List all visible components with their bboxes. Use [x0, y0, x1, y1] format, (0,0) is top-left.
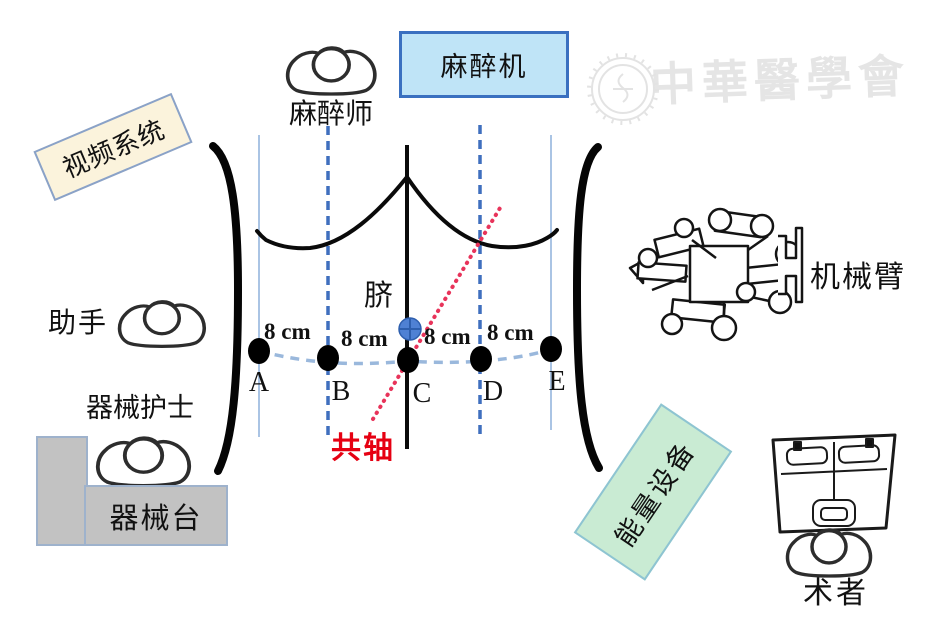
instrument-nurse-icon — [95, 436, 192, 488]
spacing-label-de: 8 cm — [487, 320, 534, 345]
port-label-d: D — [482, 376, 504, 407]
anesthesiologist-icon — [285, 46, 377, 96]
port-dot-c — [397, 347, 419, 373]
port-dot-e — [540, 336, 562, 362]
assistant-icon — [117, 299, 207, 349]
body-contour-right — [572, 143, 603, 472]
port-label-e: E — [548, 366, 566, 397]
coaxial-dotted-line — [371, 206, 502, 421]
robotic-arm-label: 机械臂 — [810, 261, 906, 294]
operator-icon — [785, 528, 873, 578]
anesthesiologist-label: 麻醉师 — [288, 98, 373, 129]
port-dot-d — [470, 346, 492, 372]
spacing-label-ab: 8 cm — [264, 319, 311, 344]
port-dot-a — [248, 338, 270, 364]
instrument-table-side — [36, 436, 88, 546]
port-dot-b — [317, 345, 339, 371]
spacing-label-cd: 8 cm — [424, 324, 471, 349]
umbilicus-marker — [398, 317, 422, 341]
port-label-a: A — [248, 367, 270, 398]
umbilicus-label: 脐 — [364, 280, 394, 312]
instrument-nurse-label: 器械护士 — [86, 393, 194, 423]
port-label-c: C — [412, 378, 432, 409]
assistant-label: 助手 — [48, 307, 109, 338]
costal-margin-curve — [255, 173, 559, 251]
robotic-arm-icon — [628, 207, 804, 342]
surgeon-console-icon — [771, 433, 897, 534]
instrument-table-box: 器械台 — [84, 485, 228, 546]
coaxial-label: 共轴 — [331, 432, 395, 465]
port-label-b: B — [331, 376, 351, 407]
body-contour-left — [209, 142, 243, 475]
watermark-emblem-icon — [587, 53, 659, 125]
spacing-label-bc: 8 cm — [341, 326, 388, 351]
anesthesia-machine-box: 麻醉机 — [399, 31, 569, 98]
operator-label: 术者 — [803, 577, 869, 610]
